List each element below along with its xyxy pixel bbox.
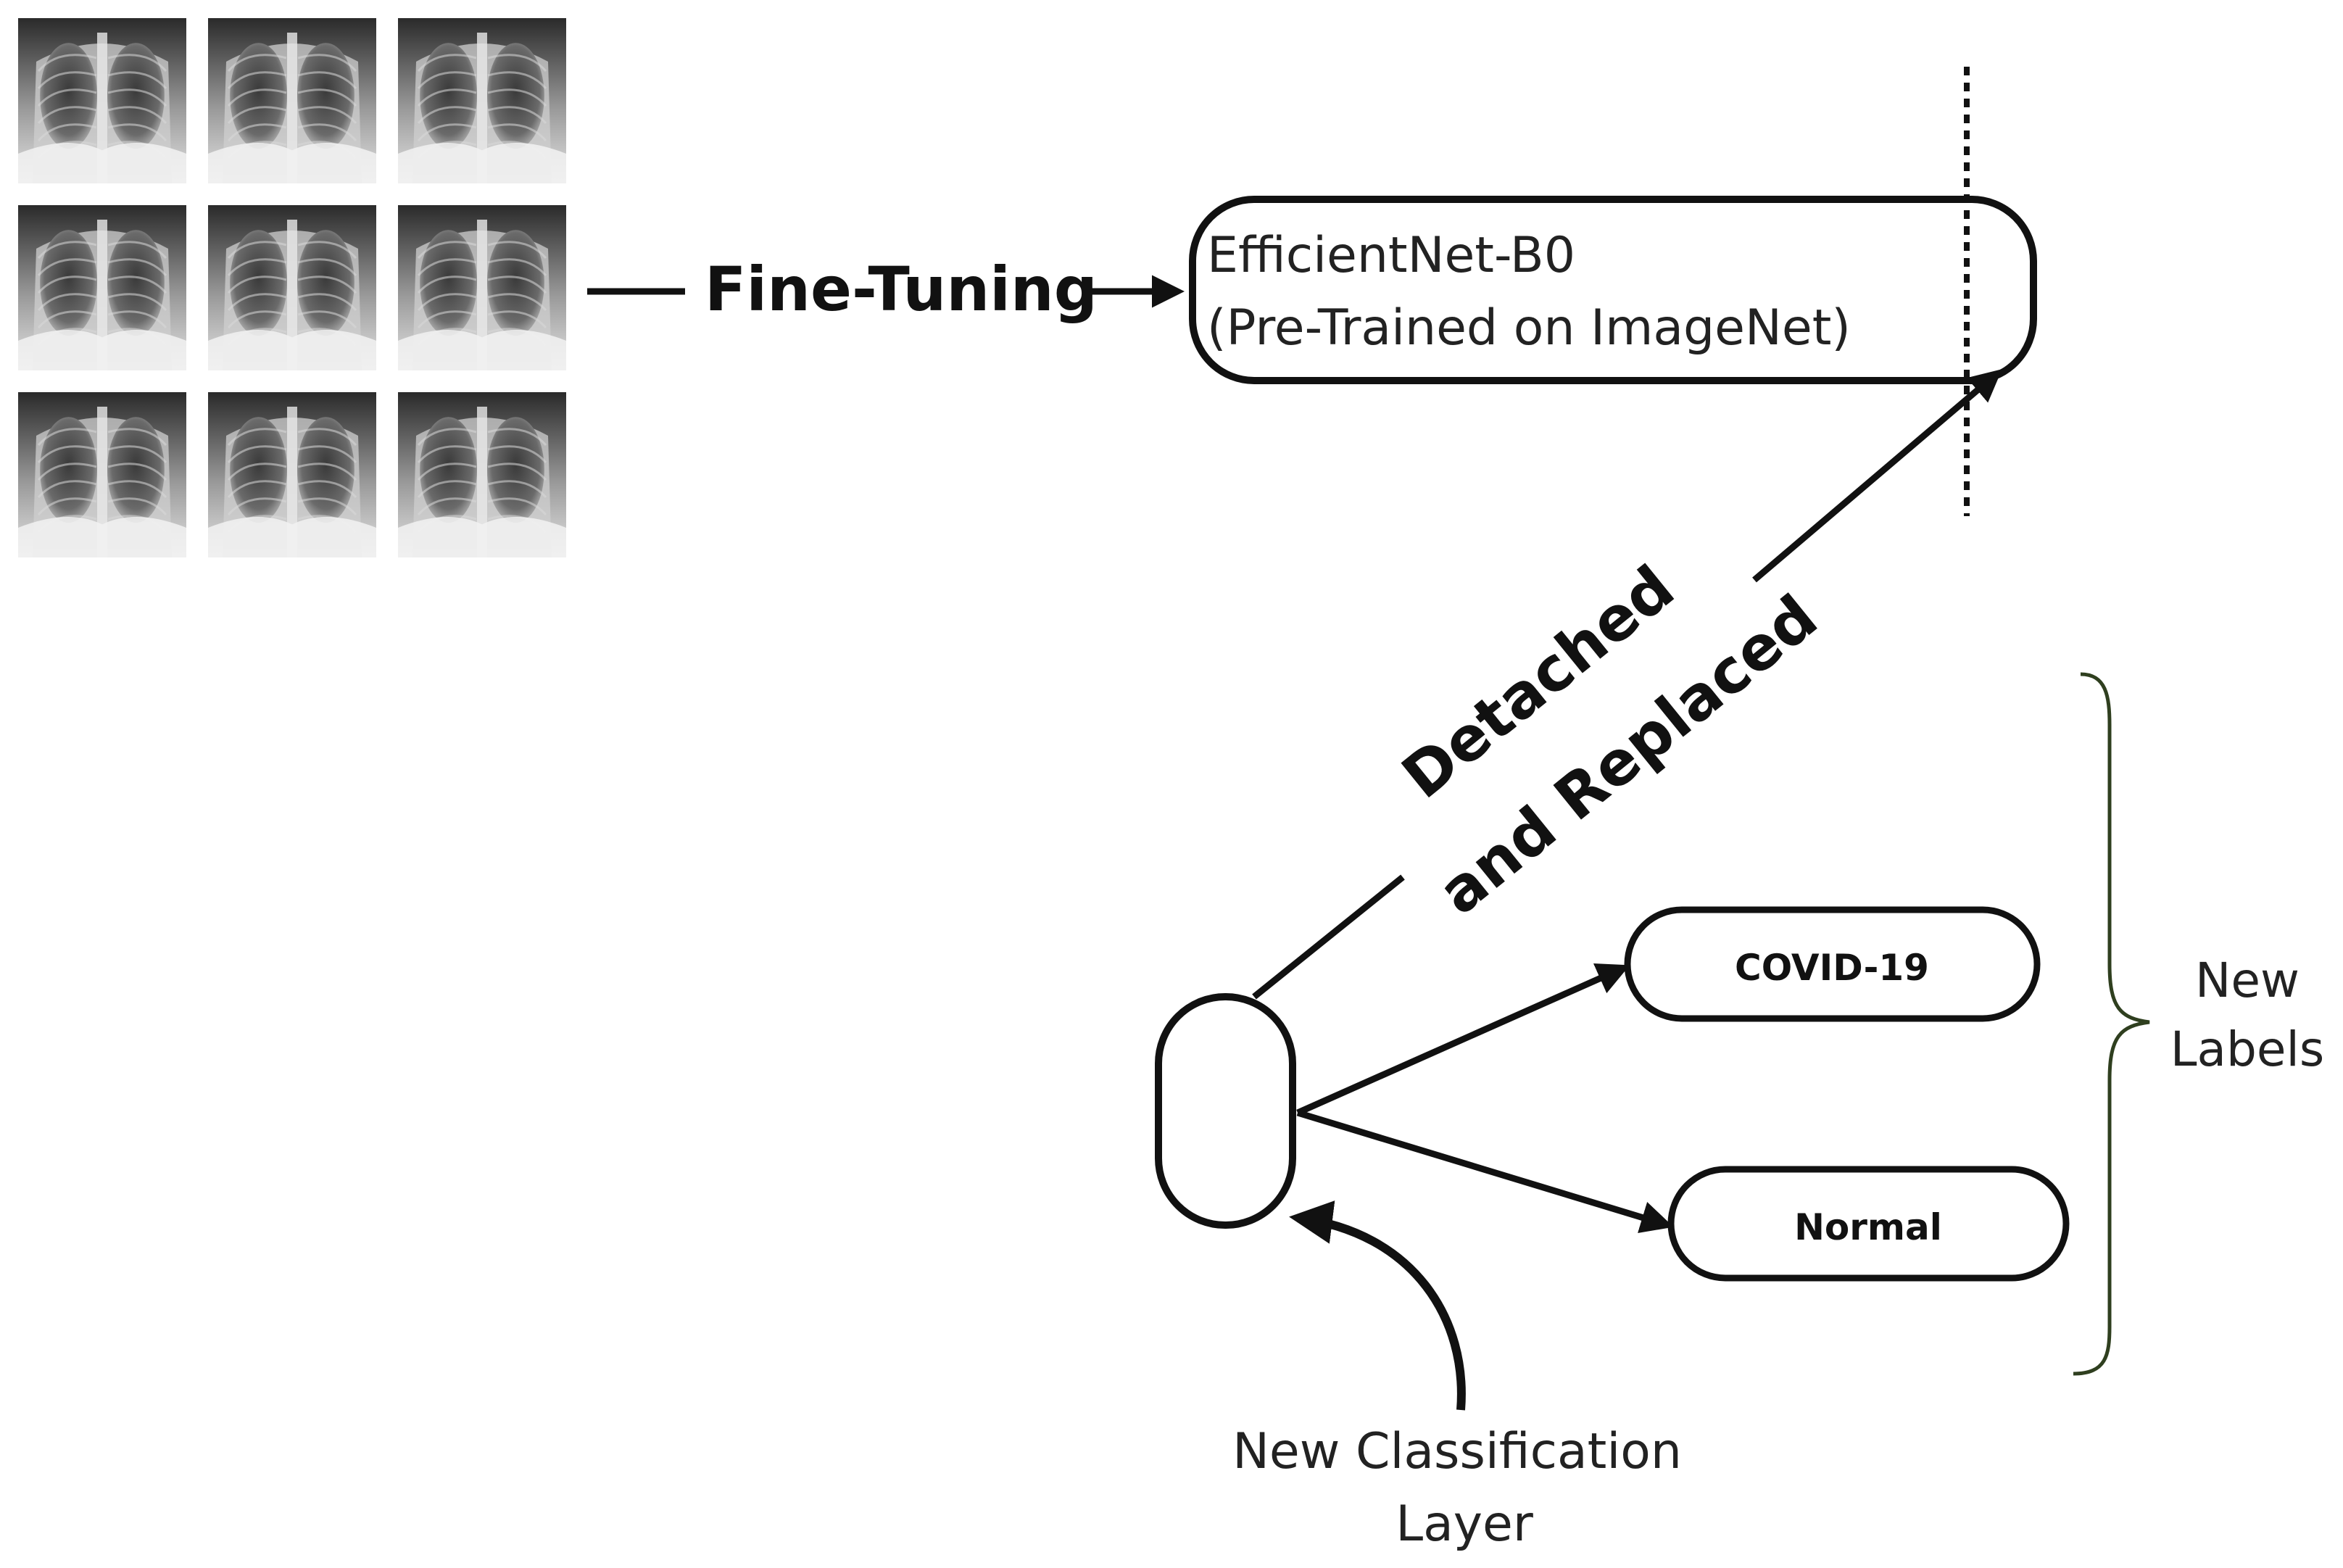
xray-thumbnail-1 bbox=[18, 18, 186, 183]
xray-image-grid bbox=[18, 18, 566, 557]
classification-node bbox=[1155, 993, 1296, 1229]
fine-tuning-label: Fine-Tuning bbox=[705, 254, 1098, 325]
arrow-to-normal bbox=[1296, 1109, 1674, 1234]
xray-thumbnail-5 bbox=[208, 205, 376, 370]
classification-label-line1: New Classification bbox=[1232, 1423, 1682, 1480]
xray-thumbnail-9 bbox=[398, 392, 566, 557]
xray-thumbnail-3 bbox=[398, 18, 566, 183]
classification-label-line2: Layer bbox=[1396, 1496, 1533, 1553]
classification-pointer-arrow bbox=[1289, 1200, 1466, 1411]
fine-tuning-arrow: Fine-Tuning bbox=[587, 254, 1185, 325]
label-normal-text: Normal bbox=[1794, 1206, 1942, 1248]
label-covid: COVID-19 bbox=[1624, 906, 2041, 1022]
xray-thumbnail-6 bbox=[398, 205, 566, 370]
xray-thumbnail-8 bbox=[208, 392, 376, 557]
brace-label-line1: New bbox=[2195, 953, 2300, 1008]
model-name: EfficientNet-B0 bbox=[1207, 227, 1575, 284]
detach-arrow: Detached and Replaced bbox=[1252, 369, 2002, 1000]
xray-thumbnail-7 bbox=[18, 392, 186, 557]
xray-thumbnail-4 bbox=[18, 205, 186, 370]
label-normal: Normal bbox=[1667, 1166, 2070, 1282]
xray-thumbnail-2 bbox=[208, 18, 376, 183]
brace-label-line2: Labels bbox=[2170, 1021, 2324, 1077]
model-pretraining: (Pre-Trained on ImageNet) bbox=[1207, 299, 1851, 357]
label-covid-text: COVID-19 bbox=[1735, 947, 1929, 989]
arrow-to-covid bbox=[1296, 963, 1630, 1116]
labels-brace bbox=[2073, 672, 2150, 1376]
model-box: EfficientNet-B0 (Pre-Trained on ImageNet… bbox=[1189, 196, 2037, 384]
